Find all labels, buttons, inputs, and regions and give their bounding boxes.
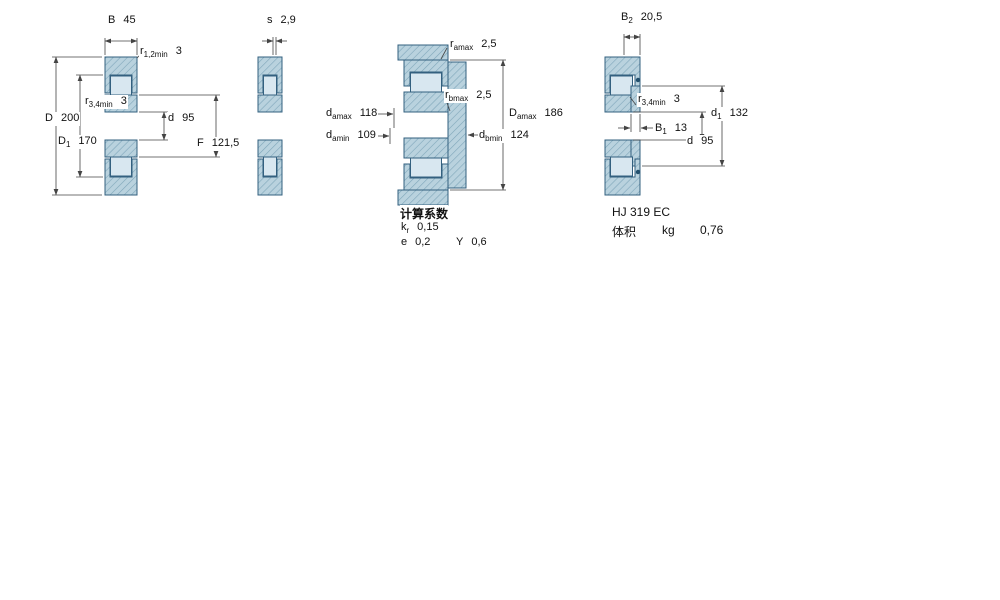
outer-ring-bottom <box>104 158 138 196</box>
mass-unit: kg <box>662 223 675 237</box>
inner-ring-top <box>257 94 283 113</box>
roller-bottom <box>410 157 442 178</box>
roller-bottom <box>110 156 132 177</box>
angle-ring-drawing <box>604 34 725 196</box>
inner-ring-bottom <box>604 139 632 158</box>
mass-value: 0,76 <box>700 223 724 237</box>
housing-top <box>397 44 449 61</box>
shaft-shoulder <box>447 61 467 189</box>
inner-ring-bottom <box>257 139 283 158</box>
outer-ring-bottom <box>403 163 449 191</box>
roller-top <box>610 75 633 96</box>
locating-dot-top <box>635 77 641 83</box>
mass-label: 体积 <box>612 223 637 240</box>
dimension-lines <box>618 34 725 167</box>
abutment-dimensions-drawing <box>378 44 506 206</box>
roller-bottom <box>610 156 633 177</box>
housing-bottom <box>397 189 449 206</box>
inner-ring-top <box>403 91 449 113</box>
outer-ring-top <box>257 56 283 94</box>
inner-ring-top <box>604 94 632 113</box>
inner-ring-bottom <box>104 139 138 158</box>
angle-ring-designation: HJ 319 EC <box>612 205 671 219</box>
roller-bottom <box>263 156 277 177</box>
inner-ring-bottom <box>403 137 449 159</box>
outer-ring-top <box>604 56 641 94</box>
locating-dot-bottom <box>635 169 641 175</box>
outer-ring-top <box>104 56 138 94</box>
roller-top <box>263 75 277 96</box>
outer-ring-bottom <box>604 158 641 196</box>
dimension-lines <box>378 47 506 191</box>
dimension-lines <box>262 37 287 55</box>
calculation-factors-title: 计算系数 <box>400 205 449 222</box>
roller-top <box>410 72 442 93</box>
outer-ring-bottom <box>257 158 283 196</box>
roller-top <box>110 75 132 96</box>
bearing-side-section-drawing <box>257 37 287 196</box>
